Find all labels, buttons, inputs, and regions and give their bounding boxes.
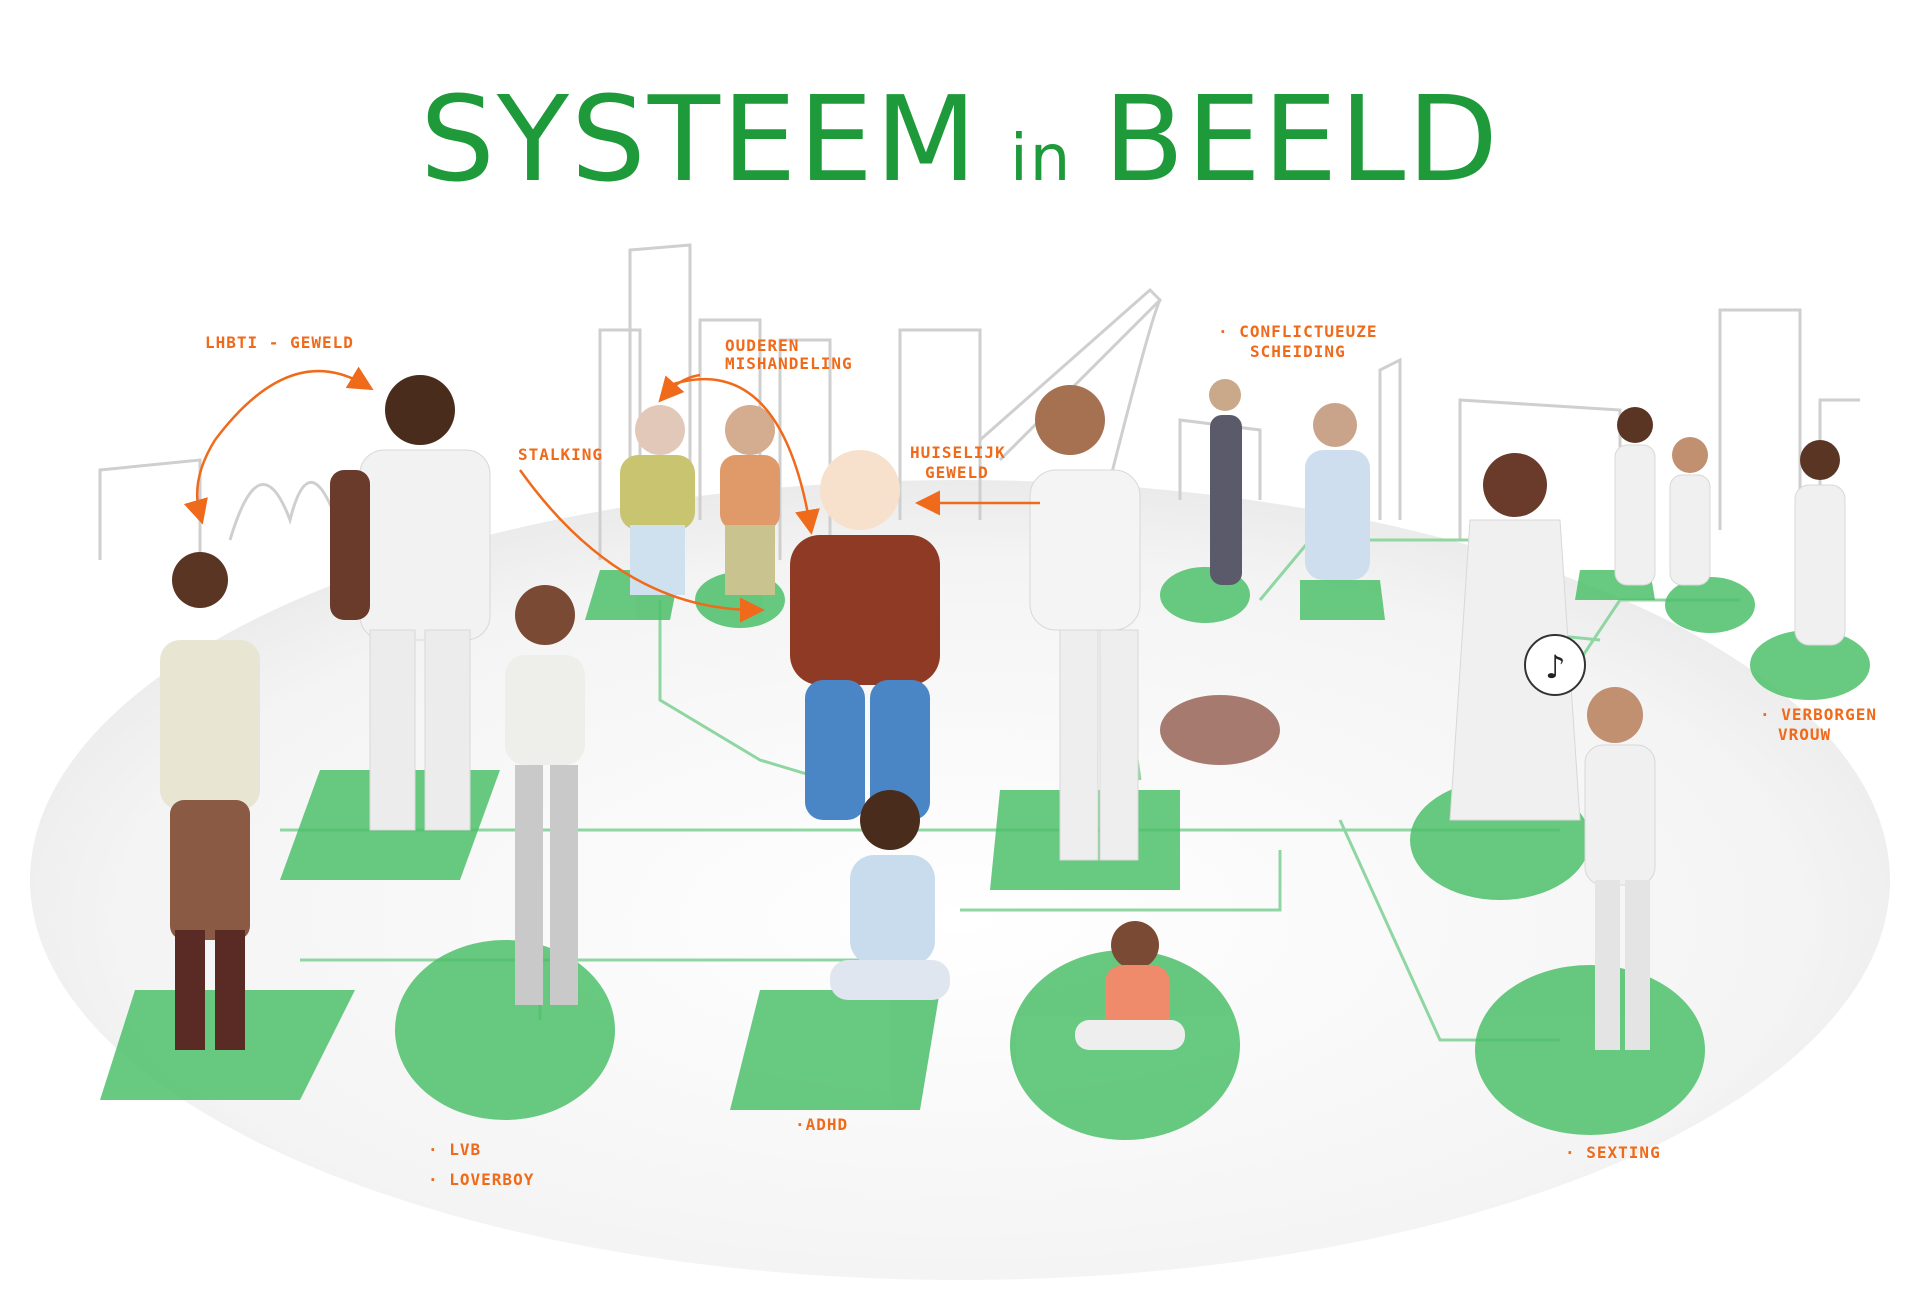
figure-man-left [160,552,260,1050]
label-conflict-line1: · CONFLICTUEUZE [1218,322,1378,341]
platforms [100,567,1870,1140]
music-note-bubble: ♪ [1524,634,1586,696]
arrow-ouderen-back [658,373,701,403]
figure-woman [505,585,585,1005]
arrow-lhbti-right [214,366,374,441]
page-title: SYSTEEM in BEELD [0,70,1920,208]
title-part-2: in [1009,122,1073,196]
label-conflict-line2: SCHEIDING [1250,342,1346,361]
arrow-ouderen [669,377,820,535]
label-adhd: ·ADHD [795,1115,849,1134]
label-sexting: · SEXTING [1565,1143,1661,1162]
figure-angry-man [1029,385,1141,861]
label-loverboy: · LOVERBOY [428,1170,535,1189]
label-huiselijk-line2: GEWELD [925,463,989,482]
label-lhbti-geweld: LHBTI - GEWELD [205,333,354,352]
label-ouderen-line2: MISHANDELING [725,354,853,373]
platform-circle-4 [1475,965,1705,1135]
label-lvb: · LVB [428,1140,482,1159]
figure-photographer [330,375,491,831]
figures: ♪ [160,375,1846,1050]
platform-square-6 [1300,580,1385,620]
platform-circle-7 [1665,577,1755,633]
platform-square-3 [730,990,940,1110]
figure-jumping-child [830,790,950,1000]
label-stalking: STALKING [518,445,604,464]
label-verborgen-line2: VROUW [1778,725,1832,744]
title-part-1: SYSTEEM [419,70,979,208]
arrow-stalking [518,469,765,623]
figure-dog [1160,695,1280,765]
figure-girl-phone [1584,687,1656,1050]
figure-toddler [1075,921,1185,1050]
arrow-lhbti-left [183,439,217,525]
figure-elderly-couple [620,405,780,595]
platform-circle-8 [1750,630,1870,700]
figure-central-woman [790,450,940,820]
label-verborgen-line1: · VERBORGEN [1760,705,1877,724]
svg-text:♪: ♪ [1545,648,1565,686]
label-ouderen-line1: OUDEREN [725,336,800,355]
title-part-3: BEELD [1103,70,1501,208]
figure-background-family [1614,407,1846,646]
figure-background-pair [1209,379,1370,585]
label-huiselijk-line1: HUISELIJK [910,443,1006,462]
platform-circle-1 [395,940,615,1120]
figure-woman-white [1449,453,1581,821]
arrows [183,366,1040,623]
